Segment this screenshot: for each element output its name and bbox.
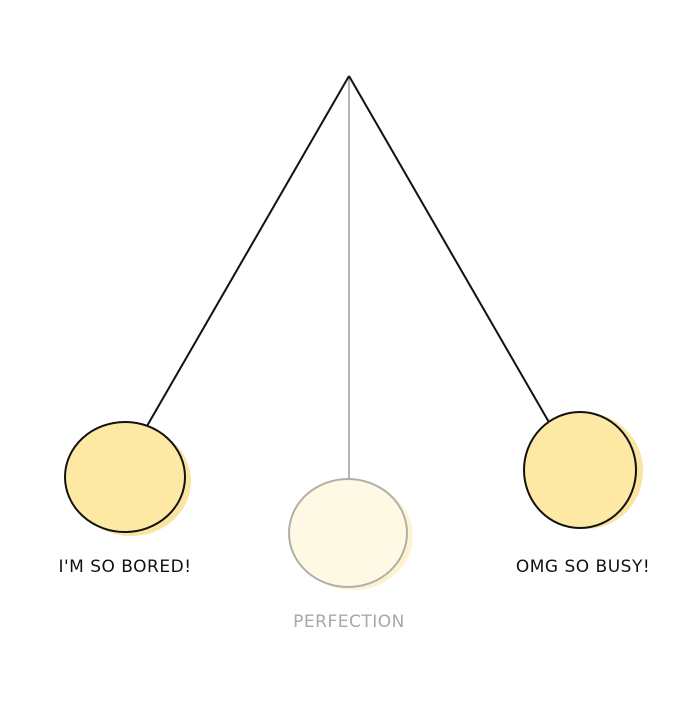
right-bob [523, 411, 637, 529]
right-string [348, 75, 551, 425]
label-perfection: PERFECTION [293, 612, 405, 632]
left-string [146, 75, 350, 427]
right-pendulum [348, 75, 643, 529]
label-bored: I'M SO BORED! [58, 557, 192, 577]
left-pendulum [64, 75, 350, 536]
left-bob [64, 421, 186, 533]
center-pendulum [288, 78, 413, 590]
label-busy: OMG SO BUSY! [515, 557, 651, 577]
center-bob [288, 478, 408, 588]
